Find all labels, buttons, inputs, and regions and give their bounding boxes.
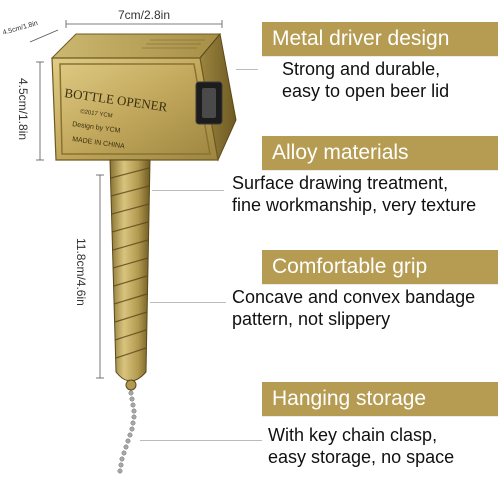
- feature-connector: [152, 190, 224, 191]
- feature-desc-line: easy storage, no space: [268, 447, 455, 467]
- feature-desc-line: Surface drawing treatment,: [232, 173, 449, 193]
- feature-badge-hanging: Hanging storage: [262, 382, 498, 416]
- key-chain: [117, 390, 137, 474]
- feature-desc-line: pattern, not slippery: [232, 309, 391, 329]
- feature-desc-line: Strong and durable,: [282, 59, 441, 79]
- feature-desc-line: fine workmanship, very texture: [232, 195, 477, 215]
- hammer-head-top: [50, 33, 222, 59]
- feature-desc-line: easy to open beer lid: [282, 81, 450, 101]
- dimension-head-height: 4.5cm/1.8in: [16, 78, 30, 141]
- hammer-head-front: [51, 57, 219, 161]
- dimension-head-width: 7cm/2.8in: [118, 8, 171, 22]
- feature-badge-grip: Comfortable grip: [262, 250, 498, 284]
- feature-badge-alloy: Alloy materials: [262, 136, 498, 170]
- feature-connector: [236, 69, 258, 70]
- feature-connector: [150, 302, 226, 303]
- dimension-lines: [29, 20, 223, 379]
- feature-badge-metal-driver: Metal driver design: [262, 22, 498, 56]
- bottle-opener-illustration: BOTTLE OPENER ©2017 YCM Design by YCM MA…: [29, 20, 237, 474]
- feature-desc-line: With key chain clasp,: [268, 425, 438, 445]
- hammer-handle: [109, 159, 151, 391]
- dimension-handle-length: 11.8cm/4.6in: [74, 238, 88, 306]
- engraving-copyright: ©2017 YCM: [80, 108, 113, 119]
- feature-connector: [140, 440, 262, 441]
- feature-desc-line: Concave and convex bandage: [232, 287, 476, 307]
